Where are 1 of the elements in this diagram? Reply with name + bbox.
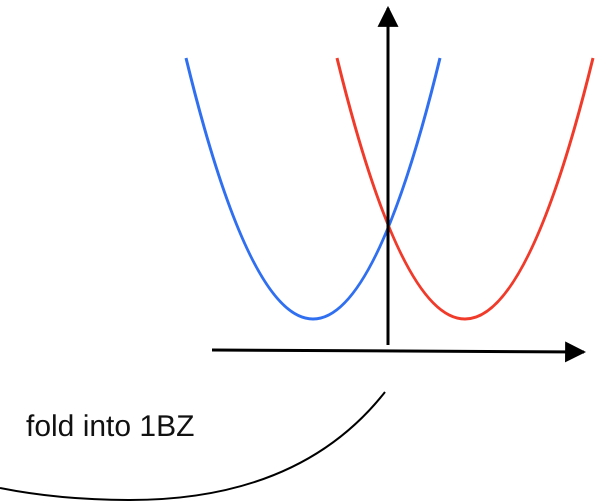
note-text: fold into 1BZ [26,410,194,444]
